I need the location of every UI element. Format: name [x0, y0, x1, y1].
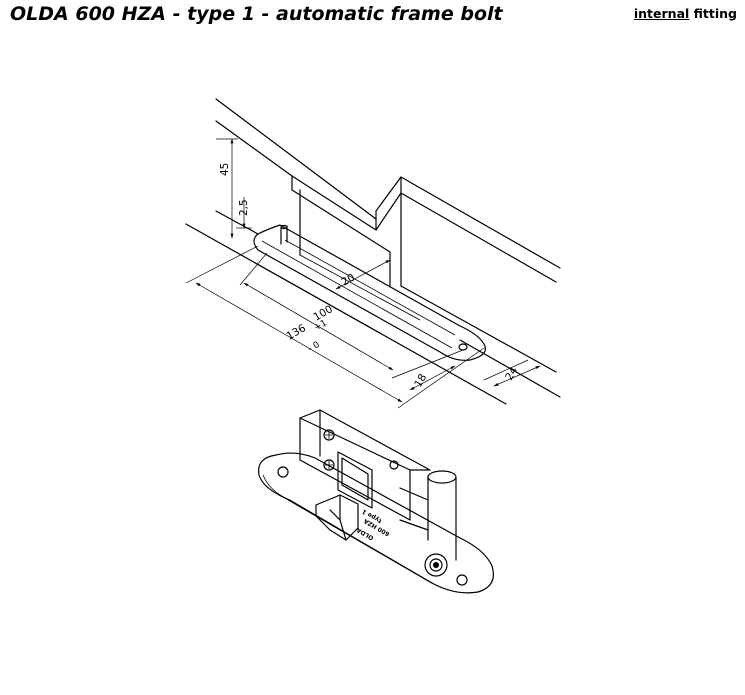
dimension-lines	[185, 138, 541, 409]
dim-length: 136	[285, 322, 309, 343]
dim-cutout-width: 24	[503, 365, 520, 383]
screw-hole	[277, 466, 289, 478]
bolt-opening	[424, 553, 448, 577]
product-view: OLDA 600 HZA type 1	[258, 409, 494, 594]
dim-depth: 20	[340, 272, 358, 289]
dim-offset: 2,5	[238, 199, 250, 216]
fitting-type-label: internal fitting	[634, 6, 737, 21]
dim-length-tol-lower: - 0	[307, 340, 322, 355]
latch-tongue	[315, 494, 359, 541]
screw-hole	[458, 343, 468, 351]
fitting-type-internal: internal	[633, 6, 690, 21]
installation-view: 45 2,5 20 100 136 +1 - 0 18 24	[185, 98, 561, 409]
mounting-screw	[323, 429, 335, 441]
screw-hole	[456, 574, 468, 586]
product-faceplate	[258, 452, 494, 594]
dim-height: 45	[219, 163, 231, 176]
page-title: OLDA 600 HZA - type 1 - automatic frame …	[10, 3, 503, 25]
bolt-housing	[299, 409, 457, 561]
fitting-type-suffix: fitting	[689, 6, 737, 21]
mounting-screw	[323, 459, 335, 471]
dim-plate-width: 18	[412, 372, 429, 390]
